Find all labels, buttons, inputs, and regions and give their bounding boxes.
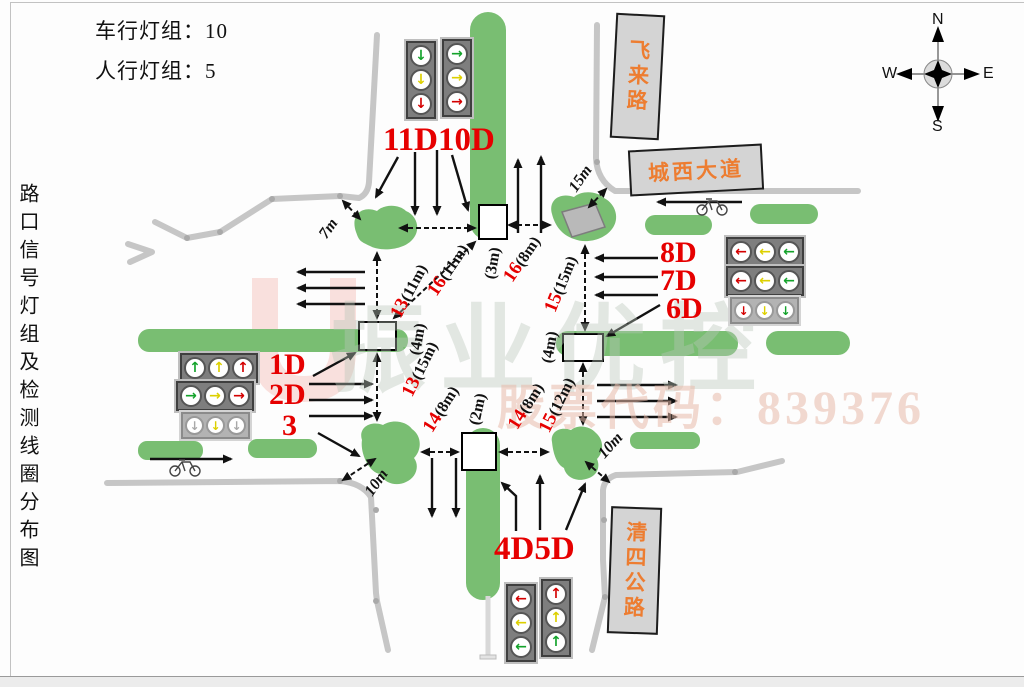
yellow-down-arrow-light: ↓ xyxy=(410,69,432,91)
green-right-arrow-light: → xyxy=(446,43,468,65)
label-6d: 6D xyxy=(666,292,703,325)
compass-west-label: W xyxy=(882,65,898,82)
green-up-arrow-light: ↑ xyxy=(184,357,206,379)
green-left-arrow-light: ← xyxy=(778,241,800,263)
signal-head-4d: ←←← xyxy=(506,584,536,662)
green-up-arrow-light: ↑ xyxy=(545,631,567,653)
label-1d: 1D xyxy=(269,348,306,381)
label-3: 3 xyxy=(282,409,297,442)
label-2d: 2D xyxy=(269,378,306,411)
yellow-right-arrow-light: → xyxy=(446,67,468,89)
compass-south-label: S xyxy=(932,118,943,135)
signal-head-2d: →→→ xyxy=(176,381,254,411)
yellow-right-arrow-light: → xyxy=(204,385,226,407)
frame-left-line xyxy=(10,2,11,676)
signal-head-8d: ←←← xyxy=(726,237,804,267)
signal-head-5d: ↑↑↑ xyxy=(541,579,571,657)
green-right-arrow-light: → xyxy=(180,385,202,407)
red-up-arrow-light: ↑ xyxy=(545,583,567,605)
diagram-title: 路口信号灯组及检测线圈分布图 xyxy=(16,183,38,575)
green-down-arrow-light: ↓ xyxy=(776,301,795,320)
compass-east-label: E xyxy=(983,65,994,82)
red-right-arrow-light: → xyxy=(446,91,468,113)
label-7d: 7D xyxy=(660,264,697,297)
road-sign-feilai: 飞来路 xyxy=(609,12,666,141)
yellow-down-arrow-light: ↓ xyxy=(755,301,774,320)
yellow-left-arrow-light: ← xyxy=(510,612,532,634)
signal-head-6d: ↓↓↓ xyxy=(730,297,799,324)
lane-arrows xyxy=(150,150,742,531)
yellow-left-arrow-light: ← xyxy=(754,241,776,263)
compass-icon xyxy=(896,26,980,122)
green-left-arrow-light: ← xyxy=(510,636,532,658)
red-right-arrow-light: → xyxy=(228,385,250,407)
gray-down-arrow-light: ↓ xyxy=(227,416,246,435)
red-left-arrow-light: ← xyxy=(730,270,752,292)
frame-top-line xyxy=(10,2,1024,3)
bicycle-icon-east xyxy=(696,198,728,216)
gray-down-arrow-light: ↓ xyxy=(185,416,204,435)
road-sign-chengxi: 城西大道 xyxy=(627,143,765,197)
green-down-arrow-light: ↓ xyxy=(410,45,432,67)
red-up-arrow-light: ↑ xyxy=(232,357,254,379)
yellow-up-arrow-light: ↑ xyxy=(208,357,230,379)
yellow-up-arrow-light: ↑ xyxy=(545,607,567,629)
label-4d-5d: 4D5D xyxy=(494,531,575,567)
red-left-arrow-light: ← xyxy=(510,588,532,610)
label-11d-10d: 11D10D xyxy=(383,122,495,158)
signal-head-11d: ↓↓↓ xyxy=(406,41,436,119)
coil-dashed-connectors xyxy=(341,187,611,484)
compass-north-label: N xyxy=(932,11,944,28)
signal-head-10d: →→→ xyxy=(442,39,472,117)
red-down-arrow-light: ↓ xyxy=(734,301,753,320)
signal-head-1d: ↑↑↑ xyxy=(180,353,258,383)
yellow-left-arrow-light: ← xyxy=(754,270,776,292)
pedestrian-light-group-count: 人行灯组：5 xyxy=(95,59,217,83)
green-left-arrow-light: ← xyxy=(778,270,800,292)
red-left-arrow-light: ← xyxy=(730,241,752,263)
red-down-arrow-light: ↓ xyxy=(410,93,432,115)
crosswalk-detector-boxes xyxy=(358,204,604,471)
frame-bottom-band xyxy=(0,676,1024,687)
road-sign-qingsi: 清四公路 xyxy=(606,506,663,635)
island-building xyxy=(560,202,607,238)
label-8d: 8D xyxy=(660,236,697,269)
compass-rose: N W E S xyxy=(882,11,994,135)
yellow-down-arrow-light: ↓ xyxy=(206,416,225,435)
vehicle-light-group-count: 车行灯组：10 xyxy=(95,19,228,43)
watermark-logo xyxy=(252,278,356,402)
signal-head-7d: ←←← xyxy=(726,266,804,296)
signal-pole xyxy=(479,596,497,660)
signal-head-3-ped: ↓↓↓ xyxy=(181,412,250,439)
bicycle-icon-west xyxy=(169,459,201,477)
